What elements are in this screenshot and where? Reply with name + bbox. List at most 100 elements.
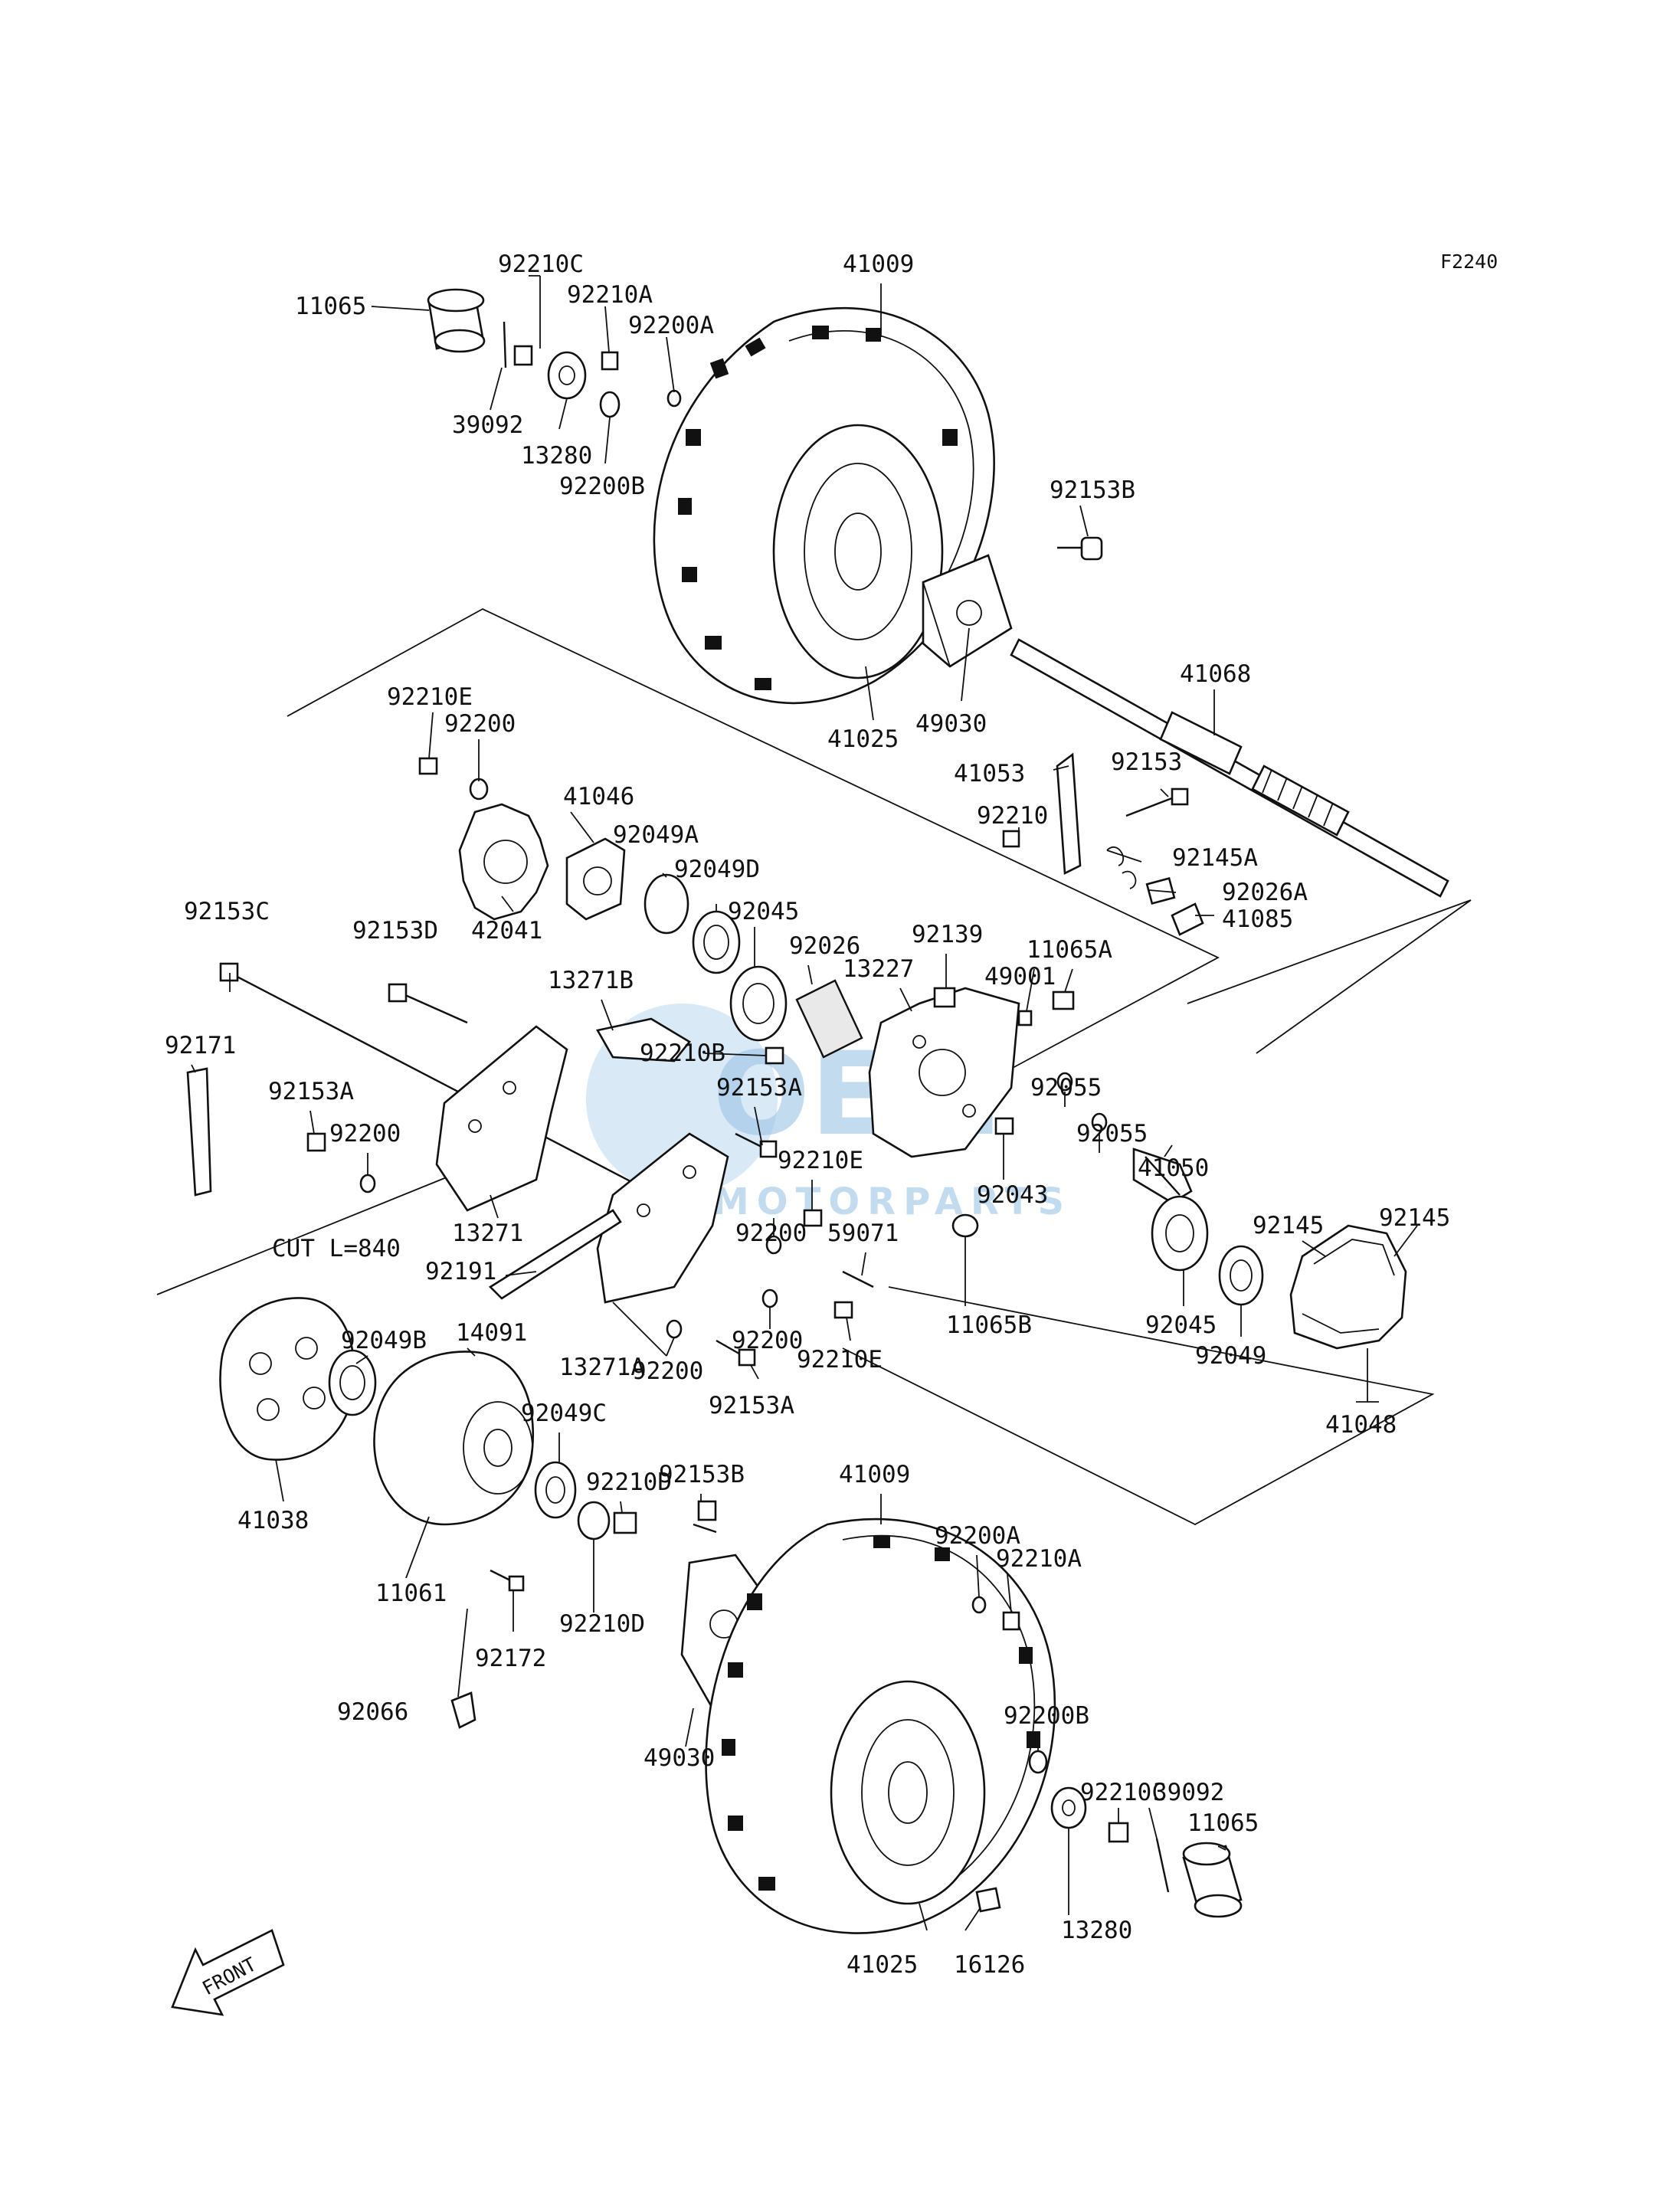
nut-92210e-low <box>833 1301 853 1319</box>
label-92026a: 92026A <box>1222 879 1308 906</box>
washer-92055-b <box>1091 1112 1108 1132</box>
label-92200-a: 92200 <box>444 710 516 738</box>
label-14091: 14091 <box>456 1319 527 1347</box>
label-92171: 92171 <box>165 1032 236 1059</box>
brake-lever <box>1056 752 1082 876</box>
label-59071: 59071 <box>827 1220 899 1247</box>
seal-92049 <box>1218 1245 1264 1306</box>
label-41046: 41046 <box>563 783 634 810</box>
brake-bracket-group <box>765 987 1193 1238</box>
washer-92200-d <box>761 1288 778 1308</box>
top-left-parts <box>427 288 682 418</box>
hub-41046 <box>565 837 626 921</box>
sprocket-42041 <box>458 803 549 921</box>
right-assembly-frame <box>1187 899 1472 1054</box>
label-92172: 92172 <box>475 1645 546 1672</box>
seal-92049c <box>534 1461 577 1519</box>
label-39092-top: 39092 <box>452 411 523 439</box>
seal-92049b <box>328 1349 377 1416</box>
nut-92210e-top <box>418 757 438 775</box>
bolt-92153d <box>398 990 468 1024</box>
watermark-sub: MOTORPARTS <box>712 1180 1072 1223</box>
bolt-49001 <box>1017 1010 1033 1026</box>
spacer-92026 <box>795 979 863 1059</box>
brake-shoe-group <box>1151 1195 1407 1350</box>
brake-shoes-41048 <box>1289 1224 1407 1350</box>
bolt-92153b-low <box>693 1523 717 1534</box>
plate-13271a <box>596 1132 729 1304</box>
label-92210c-low: 92210C <box>1080 1779 1166 1806</box>
cotter-pin-low <box>1155 1838 1170 1893</box>
washer-92200-a <box>469 778 489 801</box>
label-92210d-a: 92210D <box>586 1468 672 1496</box>
washer-92200b-top <box>599 391 621 418</box>
label-92200b-low: 92200B <box>1004 1702 1089 1730</box>
top-rim <box>772 424 944 679</box>
pin-59071 <box>842 1270 874 1288</box>
label-92049a: 92049A <box>613 821 699 849</box>
washer-92200b-low <box>1028 1750 1048 1774</box>
label-92049b: 92049B <box>341 1327 427 1354</box>
label-92153d: 92153D <box>352 917 438 945</box>
label-92191: 92191 <box>425 1258 496 1285</box>
top-wheel-assembly <box>653 306 1013 705</box>
label-92043: 92043 <box>977 1181 1048 1209</box>
lower-drum-group <box>219 1297 637 1729</box>
bolt-92043 <box>994 1117 1014 1135</box>
nut-92210a-top <box>601 351 619 371</box>
label-92200a-top: 92200A <box>628 312 714 339</box>
label-41053: 41053 <box>954 760 1025 787</box>
bearing-92045-right <box>1151 1195 1209 1272</box>
bottom-rim <box>830 1680 986 1905</box>
label-92145-a: 92145 <box>1253 1212 1324 1239</box>
label-92200b-top: 92200B <box>559 473 645 500</box>
label-92153a-left: 92153A <box>268 1078 354 1105</box>
upper-assembly-frame <box>287 607 1220 1069</box>
label-92200-c: 92200 <box>735 1220 807 1247</box>
label-92200-e: 92200 <box>632 1357 703 1385</box>
plate-13271b <box>595 1017 691 1062</box>
label-41025-top: 41025 <box>827 725 899 753</box>
label-92210d-b: 92210D <box>559 1610 645 1638</box>
label-92145a: 92145A <box>1172 844 1258 872</box>
label-92153b-low: 92153B <box>659 1461 745 1488</box>
cotter-pin-top <box>503 321 507 368</box>
label-92153: 92153 <box>1111 748 1182 776</box>
label-13227: 13227 <box>843 955 914 983</box>
label-92145-b: 92145 <box>1379 1204 1450 1232</box>
washer-92200a-low <box>971 1596 987 1614</box>
label-92049d: 92049D <box>674 856 760 883</box>
label-92210a-low: 92210A <box>996 1545 1082 1573</box>
label-41009-low: 41009 <box>839 1461 910 1488</box>
bolt-92153b-top <box>1057 536 1103 561</box>
label-92153c: 92153C <box>184 898 270 925</box>
cut-length-note: CUT L=840 <box>272 1235 401 1262</box>
assembly-frames <box>156 607 1472 1526</box>
nut-92210c-low <box>1108 1822 1129 1843</box>
bottom-wheel-assembly <box>680 1500 1243 1934</box>
strap-92191 <box>488 1209 622 1300</box>
label-92210a-top: 92210A <box>567 281 653 309</box>
label-92055-b: 92055 <box>1076 1120 1148 1148</box>
rear-axle <box>1010 638 1449 898</box>
washer-92200-b <box>359 1174 376 1193</box>
label-13271b: 13271B <box>548 967 634 994</box>
lever-92171 <box>186 1067 212 1197</box>
washer-92200a-top <box>666 389 682 408</box>
washer-92200-e <box>666 1319 683 1339</box>
bearing-92049a <box>644 873 689 935</box>
label-92045-right: 92045 <box>1145 1311 1217 1339</box>
part-labels: 11065 92210C 92210A 92200A 39092 13280 9… <box>165 250 1450 1979</box>
label-92200a-low: 92200A <box>935 1522 1020 1550</box>
label-92045-mid: 92045 <box>728 898 799 925</box>
label-41085: 41085 <box>1222 905 1293 933</box>
label-92210c-top: 92210C <box>498 250 584 278</box>
plug-11065b <box>951 1213 979 1238</box>
label-92153b-top: 92153B <box>1050 476 1135 504</box>
label-13271: 13271 <box>452 1220 523 1247</box>
label-13280-top: 13280 <box>521 442 592 470</box>
sprocket-hub-group <box>418 757 863 1059</box>
label-11061: 11061 <box>375 1580 447 1607</box>
label-92200-d: 92200 <box>732 1327 803 1354</box>
